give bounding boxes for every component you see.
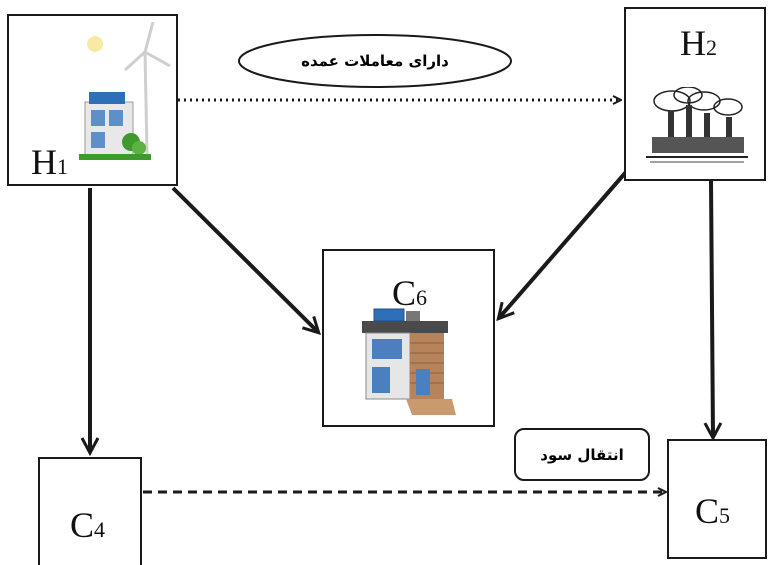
node-c6: C6	[322, 249, 495, 427]
major-transactions-ellipse	[238, 34, 512, 88]
factory-icon	[646, 87, 748, 163]
node-c4: C4	[38, 457, 142, 565]
node-h1-label: H1	[31, 142, 68, 182]
node-h2-label: H2	[680, 23, 717, 63]
edge-h2-c6	[499, 170, 628, 318]
green-building-icon	[79, 22, 171, 160]
solar-house-icon	[362, 308, 456, 415]
node-c5-label: C5	[695, 491, 731, 531]
node-c5: C5	[667, 439, 767, 559]
node-h1: H1	[7, 14, 178, 186]
node-c4-label: C4	[70, 505, 106, 545]
edge-h2-c5	[711, 180, 713, 437]
node-c6-label: C6	[392, 273, 428, 313]
profit-transfer-label: انتقال سود	[514, 428, 650, 481]
major-transactions-label: دارای معاملات عمده	[301, 52, 449, 70]
node-h2: H2	[624, 7, 766, 181]
edge-h1-c6	[171, 186, 318, 332]
